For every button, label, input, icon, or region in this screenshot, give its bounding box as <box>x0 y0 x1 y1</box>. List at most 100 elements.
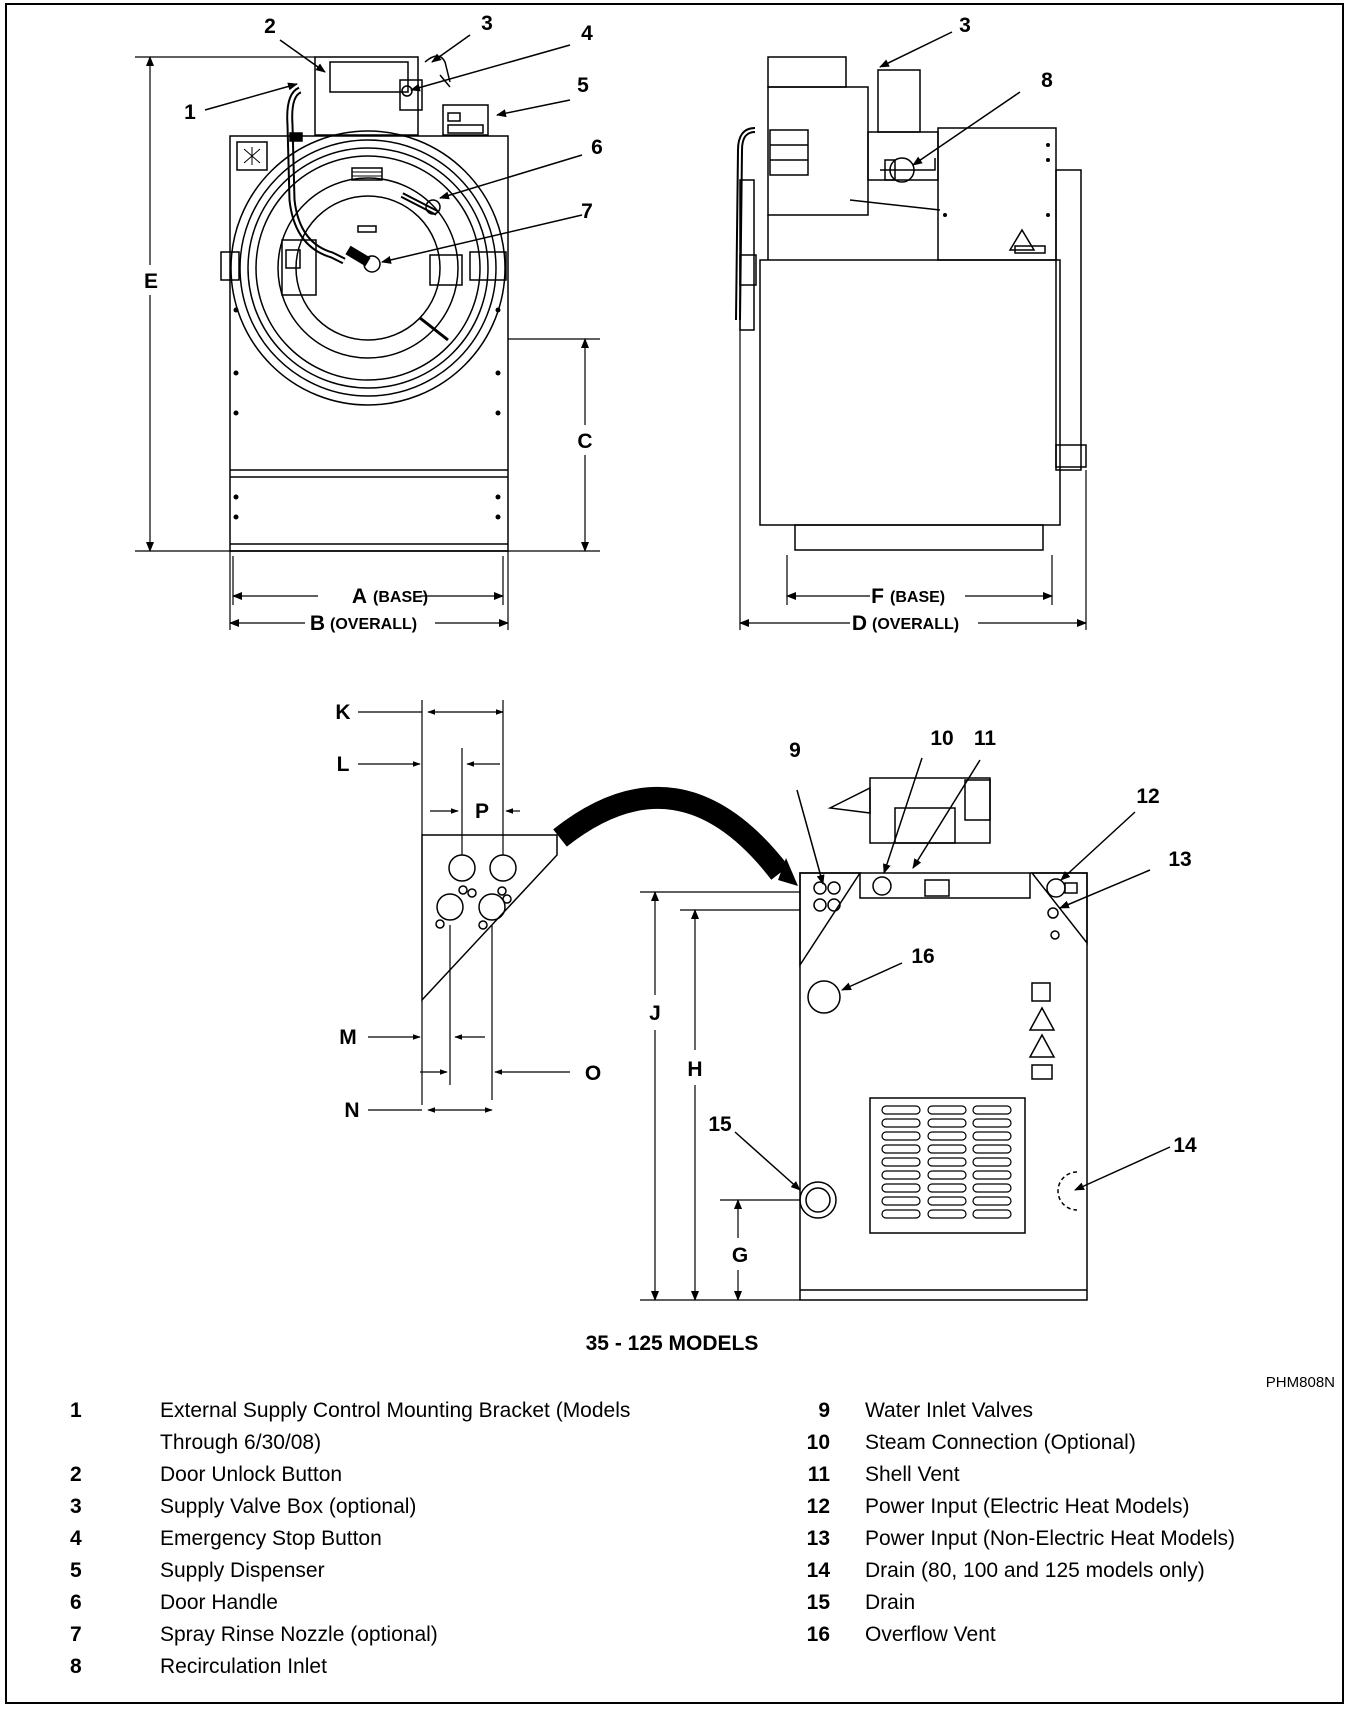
legend-item: 16 Overflow Vent <box>735 1619 1335 1651</box>
legend-number: 9 <box>818 1399 830 1422</box>
door-unlock-housing <box>314 56 419 136</box>
legend-number: 11 <box>807 1463 830 1486</box>
legend-item: 10 Steam Connection (Optional) <box>735 1427 1335 1459</box>
callout-4: 4 <box>581 22 593 45</box>
valve-detail <box>421 786 798 1002</box>
side-view <box>735 56 1087 551</box>
legend-item: 2 Door Unlock Button <box>70 1459 670 1491</box>
callout-10: 10 <box>930 727 953 750</box>
supply-valve-box-side <box>767 86 869 216</box>
callout-6: 6 <box>591 136 603 159</box>
legend-text: Steam Connection (Optional) <box>865 1431 1136 1454</box>
callout-leaders <box>204 31 1171 1191</box>
dim-J: J <box>649 1002 661 1025</box>
dim-D: D <box>852 612 867 635</box>
dim-A: A <box>352 585 367 608</box>
rear-vent-grille <box>869 1097 1026 1234</box>
callout-3-front: 3 <box>481 12 493 35</box>
callout-12: 12 <box>1136 785 1159 808</box>
figure-title: 35 - 125 MODELS <box>586 1332 759 1355</box>
legend-number: 5 <box>70 1559 82 1582</box>
legend-item: 8 Recirculation Inlet <box>70 1651 670 1683</box>
legend-left-column: 1 External Supply Control Mounting Bracke… <box>70 1395 670 1683</box>
front-dimensions <box>135 56 600 630</box>
dim-B-sub: (OVERALL) <box>330 616 417 633</box>
power-input-non-electric <box>1047 907 1059 919</box>
legend-text: Supply Valve Box (optional) <box>160 1495 417 1518</box>
legend-number: 13 <box>806 1527 830 1550</box>
legend-text: Shell Vent <box>865 1463 960 1486</box>
dim-B: B <box>310 612 325 635</box>
legend-number: 10 <box>806 1431 830 1454</box>
legend-number: 14 <box>806 1559 830 1582</box>
callout-numbers: 1 2 3 4 5 6 7 3 8 9 10 11 12 13 14 15 16 <box>184 12 1197 1157</box>
dimension-labels: E C A (BASE) B (OVERALL) F (BASE) D (OVE… <box>144 270 959 1267</box>
callout-16: 16 <box>911 945 934 968</box>
overflow-vent <box>807 980 841 1014</box>
legend-text: Recirculation Inlet <box>160 1655 327 1678</box>
legend-number: 8 <box>70 1655 82 1678</box>
drain-80-125 <box>1057 1171 1078 1211</box>
legend-item: 14 Drain (80, 100 and 125 models only) <box>735 1555 1335 1587</box>
dim-C: C <box>577 430 592 453</box>
callout-2: 2 <box>264 15 276 38</box>
legend-text: Overflow Vent <box>865 1623 996 1646</box>
legend-right-column: 9 Water Inlet Valves 10 Steam Connection (… <box>735 1395 1335 1651</box>
figure-code: PHM808N <box>1266 1374 1335 1391</box>
callout-14: 14 <box>1173 1134 1197 1157</box>
dim-F-sub: (BASE) <box>890 589 945 606</box>
side-cabinet <box>759 259 1061 526</box>
callout-1: 1 <box>184 101 196 124</box>
dim-D-sub: (OVERALL) <box>872 616 959 633</box>
callout-7: 7 <box>581 200 593 223</box>
steam-connection <box>872 876 892 896</box>
dim-F: F <box>871 585 884 608</box>
dim-O: O <box>585 1062 601 1085</box>
legend-text: Spray Rinse Nozzle (optional) <box>160 1623 438 1646</box>
legend-number: 16 <box>806 1623 830 1646</box>
callout-11: 11 <box>974 727 997 750</box>
dim-K: K <box>335 701 350 724</box>
door-unlock-button <box>329 61 409 93</box>
callout-13: 13 <box>1168 848 1191 871</box>
dim-N: N <box>344 1099 359 1122</box>
callout-9: 9 <box>789 739 801 762</box>
legend-text: Water Inlet Valves <box>865 1399 1034 1422</box>
front-view <box>220 55 509 552</box>
legend-item: 11 Shell Vent <box>735 1459 1335 1491</box>
dim-G: G <box>732 1244 748 1267</box>
legend-item: 1 External Supply Control Mounting Bracke… <box>70 1395 670 1459</box>
door-outer-ring <box>230 130 506 406</box>
detail-dimensions <box>358 700 570 1113</box>
legend-text: External Supply Control Mounting Bracket… <box>160 1399 631 1454</box>
dim-P: P <box>475 800 489 823</box>
legend-number: 6 <box>70 1591 82 1614</box>
legend-number: 1 <box>70 1399 82 1422</box>
legend-item: 5 Supply Dispenser <box>70 1555 670 1587</box>
door-glass <box>277 177 459 359</box>
legend-number: 12 <box>806 1495 830 1518</box>
side-dimensions <box>739 300 1087 630</box>
legend-text: Door Unlock Button <box>160 1463 343 1486</box>
legend-text: Drain (80, 100 and 125 models only) <box>865 1559 1205 1582</box>
page-frame <box>5 3 1344 1704</box>
supply-dispenser <box>442 104 489 136</box>
callout-15: 15 <box>708 1113 732 1136</box>
callout-8: 8 <box>1041 69 1053 92</box>
callout-5: 5 <box>577 74 589 97</box>
dim-E: E <box>144 270 158 293</box>
legend-text: Drain <box>865 1591 916 1614</box>
legend-number: 2 <box>70 1463 82 1486</box>
legend-item: 12 Power Input (Electric Heat Models) <box>735 1491 1335 1523</box>
legend-number: 3 <box>70 1495 82 1518</box>
legend-text: Power Input (Electric Heat Models) <box>865 1495 1190 1518</box>
dim-M: M <box>339 1026 357 1049</box>
legend-text: Supply Dispenser <box>160 1559 325 1582</box>
rear-view <box>799 777 1088 1301</box>
legend-number: 15 <box>806 1591 830 1614</box>
dim-L: L <box>337 753 350 776</box>
